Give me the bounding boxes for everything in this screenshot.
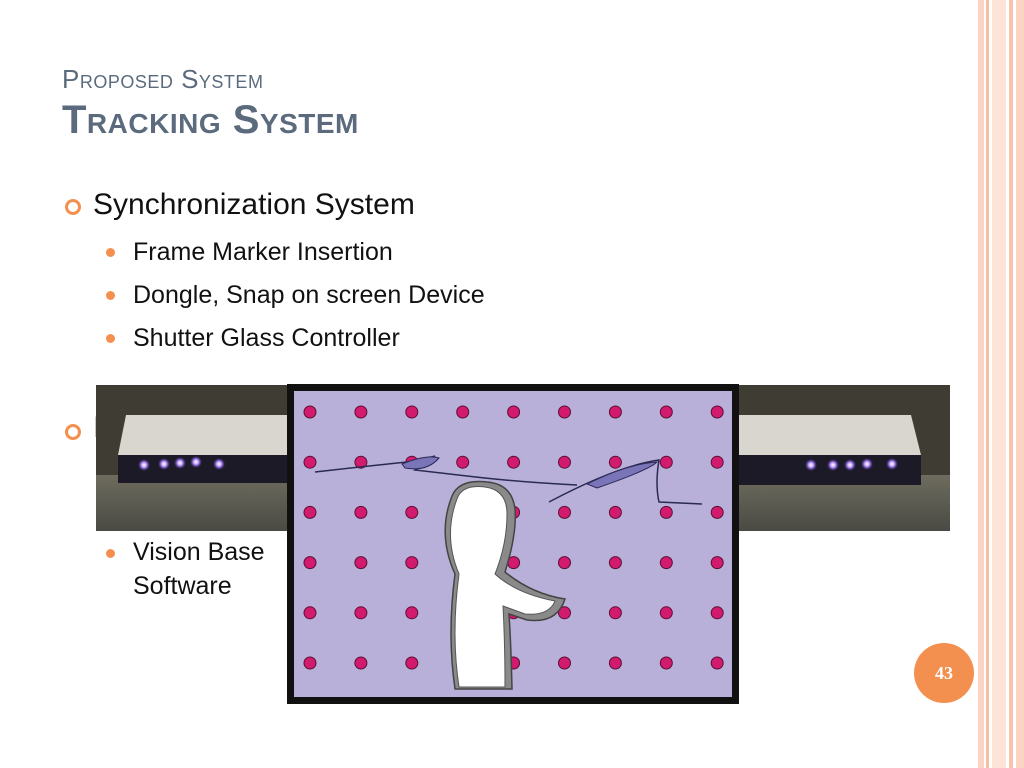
marker-dot <box>659 656 673 670</box>
marker-dot <box>354 556 368 570</box>
marker-dot <box>456 405 470 419</box>
marker-dot <box>659 556 673 570</box>
marker-dot <box>659 455 673 469</box>
marker-dot <box>710 505 724 519</box>
marker-dot <box>303 656 317 670</box>
sub-bullet-vision-line2: Software <box>133 572 232 600</box>
marker-dot <box>710 556 724 570</box>
marker-dot <box>405 505 419 519</box>
page-number-badge: 43 <box>914 643 974 703</box>
slide-title: Tracking System <box>62 98 359 142</box>
marker-dot <box>354 656 368 670</box>
marker-dot <box>303 505 317 519</box>
sub-bullet-vision-line1: Vision Base <box>133 538 265 566</box>
slide-supertitle: Proposed System <box>62 64 264 94</box>
marker-dot <box>659 606 673 620</box>
bullet-dot-icon <box>106 334 115 343</box>
marker-dot <box>608 405 622 419</box>
marker-dot <box>710 656 724 670</box>
sub-bullet-shutter-glass: Shutter Glass Controller <box>133 324 400 352</box>
marker-dot <box>608 606 622 620</box>
marker-dot <box>456 455 470 469</box>
marker-dot <box>507 405 521 419</box>
bullet-dot-icon <box>106 549 115 558</box>
marker-dot <box>303 606 317 620</box>
bullet-ring-icon <box>65 199 81 215</box>
marker-dot <box>354 505 368 519</box>
marker-dot <box>608 556 622 570</box>
marker-dot <box>659 405 673 419</box>
marker-dot <box>303 405 317 419</box>
tracking-grid-diagram <box>287 384 739 704</box>
bullet-dot-icon <box>106 291 115 300</box>
marker-dot <box>558 405 571 419</box>
marker-dot <box>354 606 368 620</box>
marker-dot <box>710 606 724 620</box>
marker-dot <box>608 505 622 519</box>
marker-dot <box>558 606 571 620</box>
marker-dot <box>558 556 571 570</box>
marker-dot <box>608 455 622 469</box>
bullet-synchronization: Synchronization System <box>93 188 415 221</box>
decorative-stripes <box>976 0 1024 768</box>
sub-bullet-dongle: Dongle, Snap on screen Device <box>133 281 485 309</box>
marker-dot <box>405 556 419 570</box>
marker-dot <box>710 455 724 469</box>
sub-bullet-vision-based: Vision Base Software <box>133 535 265 603</box>
marker-dot <box>558 505 571 519</box>
marker-dot <box>558 455 571 469</box>
marker-dot <box>405 405 419 419</box>
sub-bullet-frame-marker: Frame Marker Insertion <box>133 238 393 266</box>
marker-dot <box>405 606 419 620</box>
marker-dot <box>303 556 317 570</box>
bullet-ring-icon <box>65 424 81 440</box>
marker-dot <box>303 455 317 469</box>
marker-dot <box>354 455 368 469</box>
marker-dot <box>659 505 673 519</box>
bullet-dot-icon <box>106 248 115 257</box>
marker-dot <box>608 656 622 670</box>
marker-dot <box>405 656 419 670</box>
marker-dot <box>354 405 368 419</box>
marker-dot <box>507 455 521 469</box>
marker-dot <box>558 656 571 670</box>
marker-dot <box>710 405 724 419</box>
